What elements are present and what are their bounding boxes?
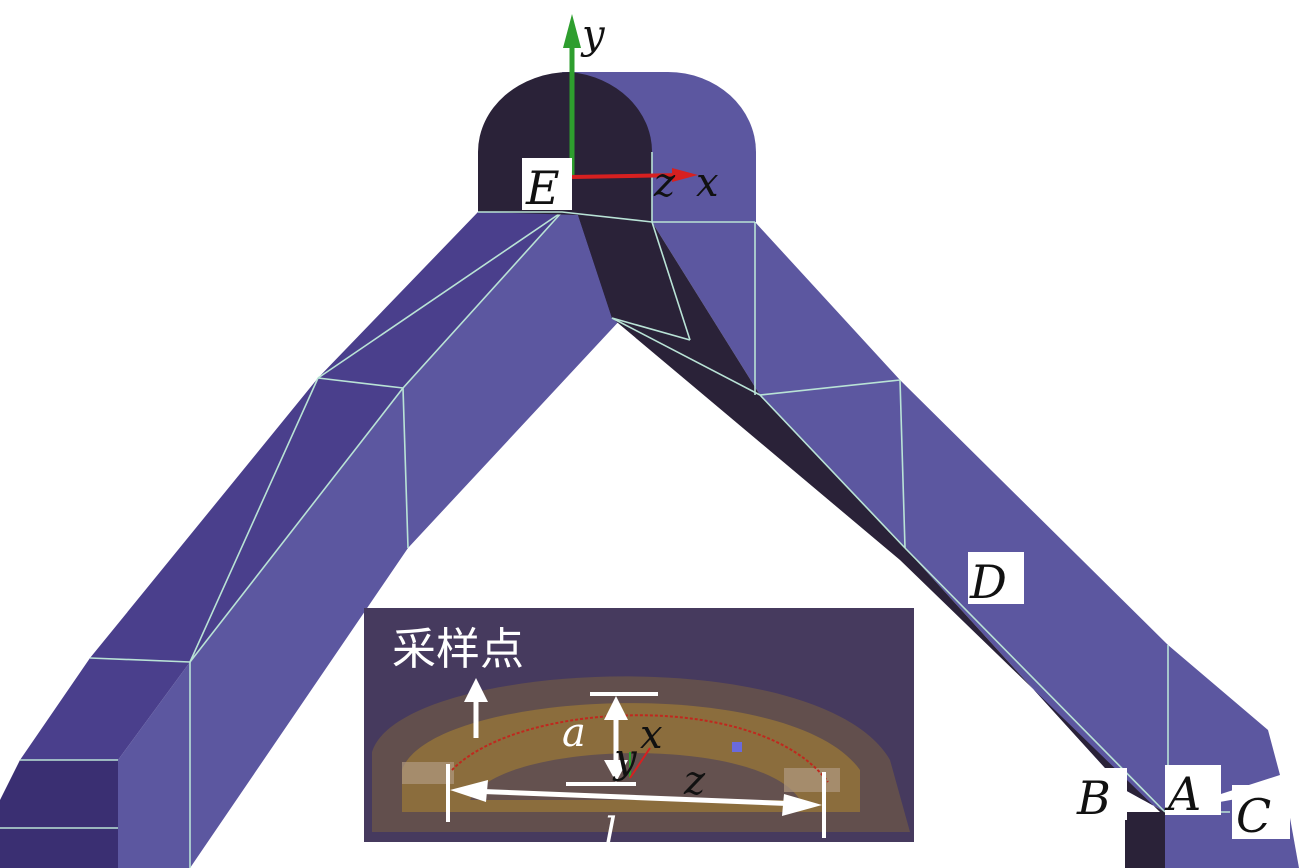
left-arm-top-face bbox=[20, 212, 562, 760]
dim-a-label: a bbox=[562, 710, 586, 756]
point-label-C: C bbox=[1232, 785, 1290, 843]
dim-a-arrow-up bbox=[604, 696, 628, 720]
label-A: A bbox=[1164, 767, 1201, 821]
dim-l-line bbox=[469, 788, 801, 807]
y-axis-label: y bbox=[580, 12, 606, 58]
point-label-D: D bbox=[968, 552, 1024, 609]
inset-title: 采样点 bbox=[392, 624, 524, 675]
dim-l-label: l bbox=[604, 810, 617, 856]
top-hub bbox=[478, 72, 756, 341]
hub-edges bbox=[478, 152, 755, 341]
y-axis-arrowhead bbox=[563, 14, 581, 48]
global-axes: y z x bbox=[563, 12, 719, 206]
x-axis-arrowhead bbox=[672, 168, 698, 182]
point-label-A: A bbox=[1164, 765, 1221, 821]
right-arm-front-face bbox=[652, 222, 1280, 812]
right-leg-dark-face bbox=[1125, 812, 1165, 868]
hub-end-face bbox=[478, 72, 653, 222]
hub-neck-face bbox=[578, 215, 690, 340]
dim-l-arrow-left bbox=[450, 780, 488, 802]
label-D: D bbox=[969, 555, 1007, 609]
inset-axis-x-label: x bbox=[640, 712, 663, 758]
inset-panel: 采样点 a x y z l bbox=[364, 608, 914, 856]
x-axis-line bbox=[571, 173, 681, 179]
x-axis-label: x bbox=[696, 160, 719, 206]
label-C: C bbox=[1236, 789, 1271, 843]
z-axis-label: z bbox=[653, 160, 676, 206]
label-B: B bbox=[1076, 771, 1111, 825]
left-arm-front-face bbox=[118, 212, 622, 868]
inset-marker bbox=[732, 742, 742, 752]
inset-inner-cutout bbox=[470, 753, 800, 800]
point-label-B: B bbox=[1075, 768, 1127, 825]
point-label-E: E bbox=[522, 158, 572, 215]
label-E: E bbox=[525, 161, 560, 215]
dim-a-arrow-down bbox=[604, 760, 628, 782]
left-arm-bend-face bbox=[0, 760, 118, 868]
inset-left-pad bbox=[402, 762, 454, 784]
inset-x-axis bbox=[629, 747, 651, 779]
left-arm-edges bbox=[0, 211, 563, 868]
dim-l-arrow-right bbox=[782, 794, 822, 816]
inset-axis-z-label: z bbox=[683, 758, 706, 804]
sampling-curve bbox=[451, 714, 829, 783]
left-arm bbox=[0, 211, 622, 868]
inset-right-pad bbox=[784, 768, 840, 792]
inset-axis-y-label: y bbox=[612, 736, 638, 782]
inset-title-arrowhead bbox=[464, 678, 488, 702]
